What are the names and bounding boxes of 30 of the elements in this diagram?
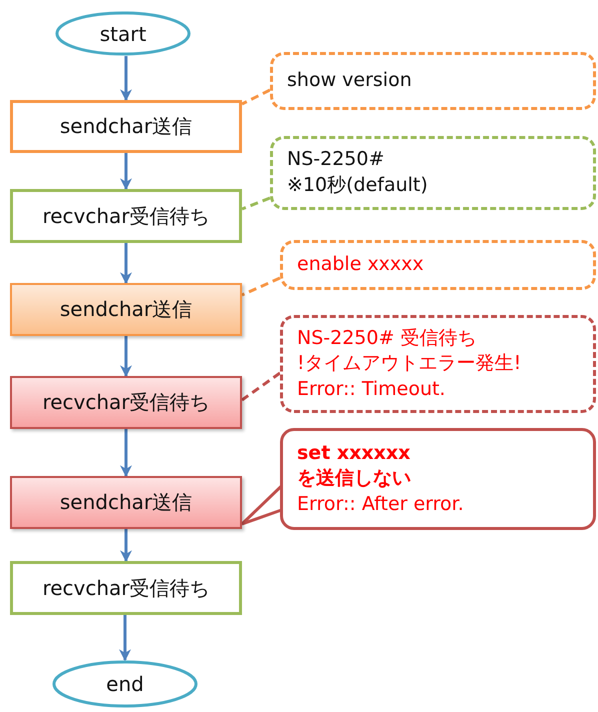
process-box: sendchar送信 bbox=[10, 100, 242, 153]
callout-box bbox=[280, 315, 596, 413]
callout-text: show version bbox=[287, 68, 412, 94]
callout-text: NS-2250# 受信待ち bbox=[297, 326, 476, 351]
terminator-ellipse: end bbox=[52, 660, 198, 708]
callout-text: Error:: Timeout. bbox=[297, 376, 446, 402]
callout-text: enable xxxxx bbox=[297, 252, 424, 278]
process-box: sendchar送信 bbox=[10, 283, 242, 336]
arrow bbox=[120, 243, 132, 284]
arrow bbox=[119, 615, 131, 662]
arrow bbox=[120, 56, 132, 102]
terminator-ellipse: start bbox=[55, 11, 191, 56]
callout-text: !タイムアウトエラー発生! bbox=[297, 351, 522, 376]
process-box: recvchar受信待ち bbox=[10, 561, 242, 615]
process-box: sendchar送信 bbox=[10, 476, 242, 529]
process-box: recvchar受信待ち bbox=[10, 376, 242, 429]
arrow bbox=[120, 336, 132, 378]
arrow bbox=[120, 529, 132, 562]
process-box: recvchar受信待ち bbox=[10, 189, 242, 243]
callout-box bbox=[270, 52, 596, 110]
arrow bbox=[120, 429, 132, 478]
callout-pointer bbox=[240, 484, 283, 526]
callout-text: set xxxxxx を送信しない bbox=[297, 440, 412, 492]
callout-text: ※10秒(default) bbox=[287, 173, 428, 198]
callout-box bbox=[280, 428, 596, 530]
callout-text: Error:: After error. bbox=[297, 492, 464, 517]
arrow bbox=[120, 153, 132, 190]
callout-box bbox=[270, 136, 596, 210]
callout-box bbox=[280, 240, 596, 290]
callout-text: NS-2250# bbox=[287, 147, 384, 172]
